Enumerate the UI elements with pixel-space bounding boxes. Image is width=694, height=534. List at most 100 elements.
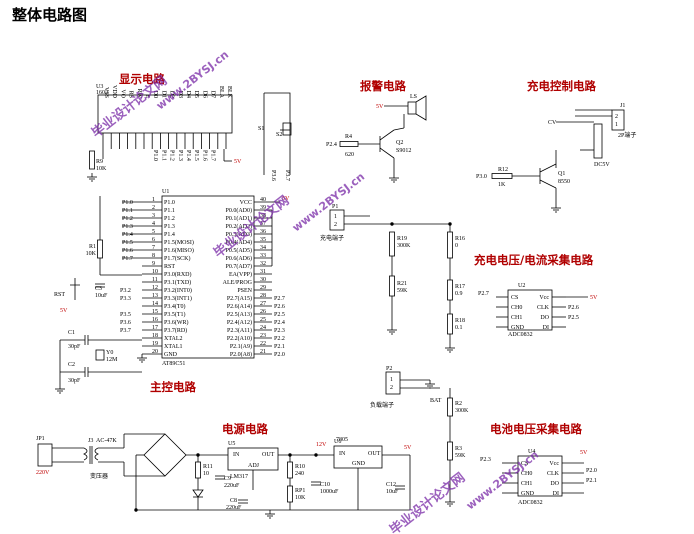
mcu-net-label: P1.6: [122, 248, 133, 254]
adc-u2-ref: U2: [518, 283, 525, 289]
mcu-pin-number: 20: [152, 349, 158, 355]
mcu-pin-name: P0.4(AD4): [226, 239, 253, 246]
lcd-pin-name: D2: [169, 91, 175, 98]
regulator-pin: OUT: [262, 452, 275, 458]
alarm-r-val: 620: [345, 152, 354, 158]
mcu-pin-name: P1.3: [164, 224, 175, 230]
power-12v-label: 12V: [316, 442, 327, 448]
power-jack-val: 220V: [36, 470, 50, 476]
bat-r-val: 300K: [455, 408, 469, 414]
mcu-pin-number: 19: [152, 341, 158, 347]
speaker-label: LS: [410, 94, 417, 100]
mcu-pin-number: 3: [152, 213, 155, 219]
mcu-pin-number: 10: [152, 269, 158, 275]
lcd-net-label: P1.2: [169, 150, 175, 161]
sense-r21: [389, 275, 395, 297]
alarm-vcc-label: 5V: [376, 104, 384, 110]
lcd-pin-name: VDD: [111, 85, 117, 99]
key-s2-label: S2: [276, 132, 282, 138]
lcd-body: [97, 94, 233, 134]
adc-net-label: P2.0: [586, 468, 597, 474]
mcu-pin-number: 33: [260, 253, 266, 259]
adc-u4-part: ADC0832: [518, 500, 543, 506]
charge-net-label: P3.0: [476, 174, 487, 180]
alarm-net-label: P2.4: [326, 142, 337, 148]
mcu-net-label: P3.6: [120, 320, 131, 326]
mcu-net-label: P3.7: [120, 328, 131, 334]
mcu-pin-number: 15: [152, 309, 158, 315]
mcu-pin-name: P0.6(AD6): [226, 255, 253, 262]
mcu-pin-number: 4: [152, 221, 155, 227]
adc-net-label: P2.3: [480, 457, 491, 463]
relay-label: DC5V: [594, 162, 610, 168]
lcd-pin-name: VO: [119, 89, 125, 98]
xtal-c1-ref: C1: [68, 330, 75, 336]
lcd-net-label: P1.6: [201, 150, 207, 161]
sense-r17: [447, 279, 453, 301]
conn-pin: 1: [390, 377, 393, 383]
key-s1-body: [282, 122, 292, 136]
power-rp1-ref: RP1: [295, 488, 305, 494]
alarm-q-collector: [379, 129, 395, 141]
adc-pin-name: DO: [540, 315, 549, 321]
sense-r19: [389, 231, 395, 257]
section-title-alarm: 报警电路: [360, 79, 406, 93]
mcu-pin-number: 39: [260, 205, 266, 211]
mcu-pin-number: 30: [260, 277, 266, 283]
charge-r-ref: R12: [498, 167, 508, 173]
bat-label: BAT: [430, 398, 442, 404]
mcu-pin-name: P3.7(RD): [164, 327, 187, 334]
power-r10-val: 240: [295, 471, 304, 477]
mcu-pin-name: RST: [164, 264, 175, 270]
adc-pin-name: CLK: [547, 471, 560, 477]
lcd-pin-name: E: [144, 94, 150, 98]
charge-sense-conn-label: 充电端子: [320, 234, 344, 242]
mcu-net-label: P3.3: [120, 296, 131, 302]
charge-q-ref: Q1: [558, 171, 565, 177]
adc-pin-name: CH1: [521, 481, 532, 487]
adc-pin-name: CS: [511, 295, 518, 301]
conn-pin: 2: [390, 385, 393, 391]
power-c10-val: 1000uF: [320, 489, 339, 495]
reset-vcc-label: 5V: [60, 308, 68, 314]
key-net-label: P3.7: [284, 170, 290, 181]
transformer-ref: J3: [88, 438, 93, 444]
reset-button-label: RST: [54, 292, 65, 298]
mcu-pin-number: 11: [152, 277, 158, 283]
sense-r-ref: R18: [455, 318, 465, 324]
lcd-pot-ref: R9: [96, 159, 103, 165]
adc-pin-name: CH1: [511, 315, 522, 321]
conn-pin: 2: [334, 222, 337, 228]
lcd-net-label: P1.4: [185, 150, 191, 161]
mcu-net-label: P2.4: [274, 320, 285, 326]
mcu-pin-name: P1.4: [164, 232, 175, 238]
mcu-net-label: P3.5: [120, 312, 131, 318]
mcu-pin-number: 14: [152, 301, 158, 307]
bat-r-ref: R2: [455, 401, 462, 407]
lcd-net-label: P1.7: [210, 150, 216, 161]
battery-conn: [385, 371, 401, 395]
bat-r2: [447, 397, 453, 417]
mcu-pin-name: P0.2(AD2): [226, 223, 253, 230]
mcu-pin-name: P3.4(T0): [164, 303, 186, 310]
sense-r-val: 300K: [397, 243, 411, 249]
adc-net-label: P2.1: [586, 478, 597, 484]
reset-c-ref: C3: [95, 286, 102, 292]
transformer-label: 变压器: [90, 472, 108, 480]
mcu-pin-number: 37: [260, 221, 266, 227]
lcd-ref: U3: [96, 84, 103, 90]
mcu-pin-name: P2.6(A14): [227, 303, 252, 310]
junction-dot: [196, 453, 200, 457]
mcu-pin-name: PSEN: [237, 288, 252, 294]
mcu-pin-number: 21: [260, 349, 266, 355]
relay-coil: [593, 123, 603, 159]
lcd-vcc-label: 5V: [234, 159, 242, 165]
mcu-pin-name: P3.5(T1): [164, 311, 186, 318]
mcu-pin-number: 18: [152, 333, 158, 339]
sense-r-val: 0.1: [455, 325, 463, 331]
adc-pin-name: DI: [553, 491, 559, 497]
charge-q-part: 8550: [558, 179, 570, 185]
watermark-text: 毕业设计论文网: [387, 470, 469, 534]
power-rp1-val: 10K: [295, 495, 306, 501]
